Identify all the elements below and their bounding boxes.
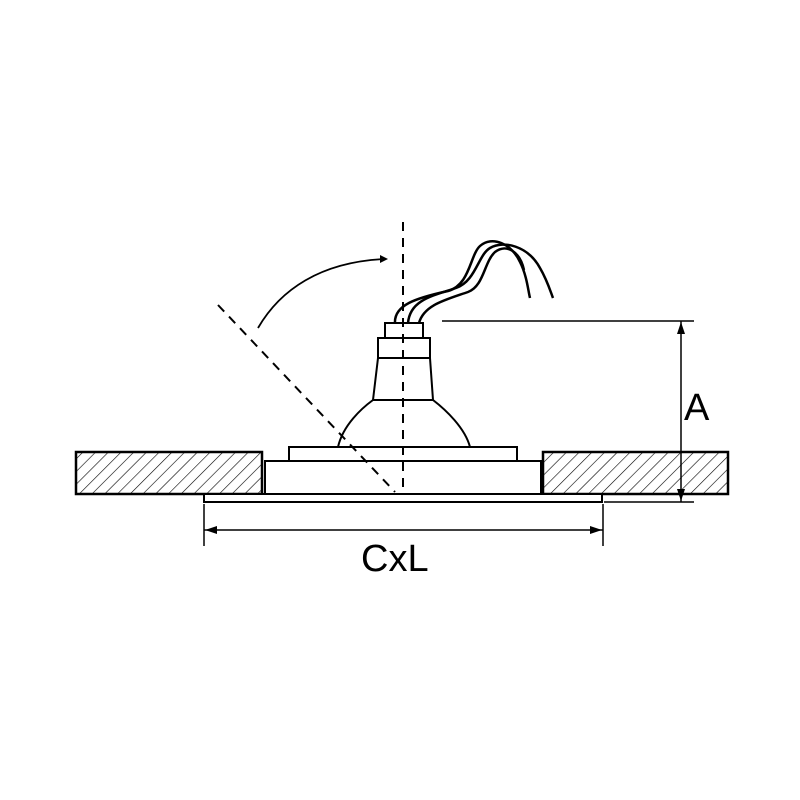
tilt-angle-arc [257,255,388,329]
tilt-axes [217,222,404,494]
width-dimension-label: CxL [361,538,429,580]
trim-plate [203,493,603,503]
ceiling-panel-left [74,450,264,496]
ceiling-panel-right [541,450,730,496]
width-dimension [203,504,604,546]
height-dimension-label: A [684,387,710,429]
height-dimension [442,320,694,503]
lamp-wires [393,240,555,324]
